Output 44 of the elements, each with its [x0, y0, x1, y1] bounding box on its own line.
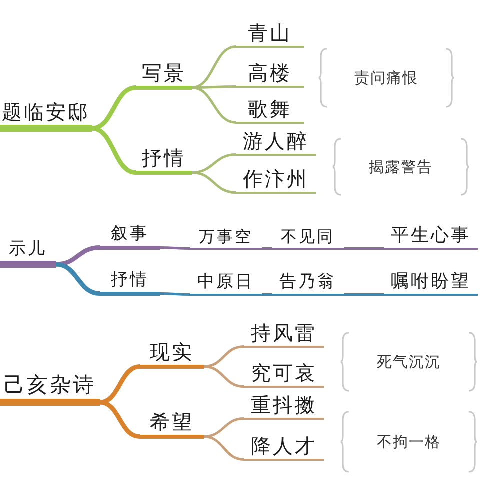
leaf-topic: 嘱咐盼望	[384, 263, 478, 296]
leaf-topic: 高楼	[236, 53, 304, 88]
branch-line	[160, 246, 190, 250]
root-topic: 题临安邸	[0, 93, 92, 132]
summary-text: 不拘一格	[377, 434, 441, 450]
branch-topic: 写景	[136, 53, 192, 90]
leaf-topic: 中原日	[190, 264, 262, 296]
branch-line	[344, 248, 384, 250]
branch-line	[192, 46, 236, 89]
branch-line	[100, 364, 140, 405]
branch-topic: 现实	[140, 332, 204, 369]
summary-text: 死气沉沉	[377, 354, 441, 370]
branch-line	[262, 248, 272, 250]
branch-line	[262, 294, 272, 296]
branch-line	[192, 86, 236, 89]
leaf-topic: 降人才	[244, 426, 324, 461]
leaf-topic: 告乃翁	[272, 264, 344, 296]
leaf-topic: 重抖擞	[244, 385, 324, 420]
leaf-topic: 平生心事	[384, 217, 478, 250]
branch-topic: 抒情	[136, 138, 192, 175]
branch-line	[100, 400, 140, 439]
branch-line	[192, 172, 236, 194]
branch-line	[56, 262, 100, 296]
leaf-topic: 歌舞	[236, 89, 304, 124]
summary-text: 责问痛恨	[354, 70, 418, 86]
leaf-topic: 青山	[236, 13, 304, 48]
leaf-topic: 不见同	[272, 219, 344, 250]
branch-line	[204, 436, 244, 461]
root-topic: 示儿	[0, 232, 56, 268]
leaf-topic: 游人醉	[236, 121, 316, 156]
leaf-topic: 持风雷	[244, 313, 324, 348]
leaf-topic: 作汴州	[236, 159, 316, 194]
leaf-topic: 究可哀	[244, 353, 324, 388]
root-topic: 己亥杂诗	[0, 366, 100, 406]
branch-line	[204, 366, 244, 388]
branch-line	[192, 86, 236, 124]
branch-line	[160, 292, 190, 296]
summary-text: 揭露警告	[369, 160, 433, 174]
leaf-topic: 万事空	[190, 219, 262, 250]
branch-topic: 叙事	[100, 216, 160, 250]
branch-line	[56, 246, 100, 267]
branch-topic: 希望	[140, 402, 204, 439]
branch-line	[344, 294, 384, 296]
branch-topic: 抒情	[100, 262, 160, 296]
